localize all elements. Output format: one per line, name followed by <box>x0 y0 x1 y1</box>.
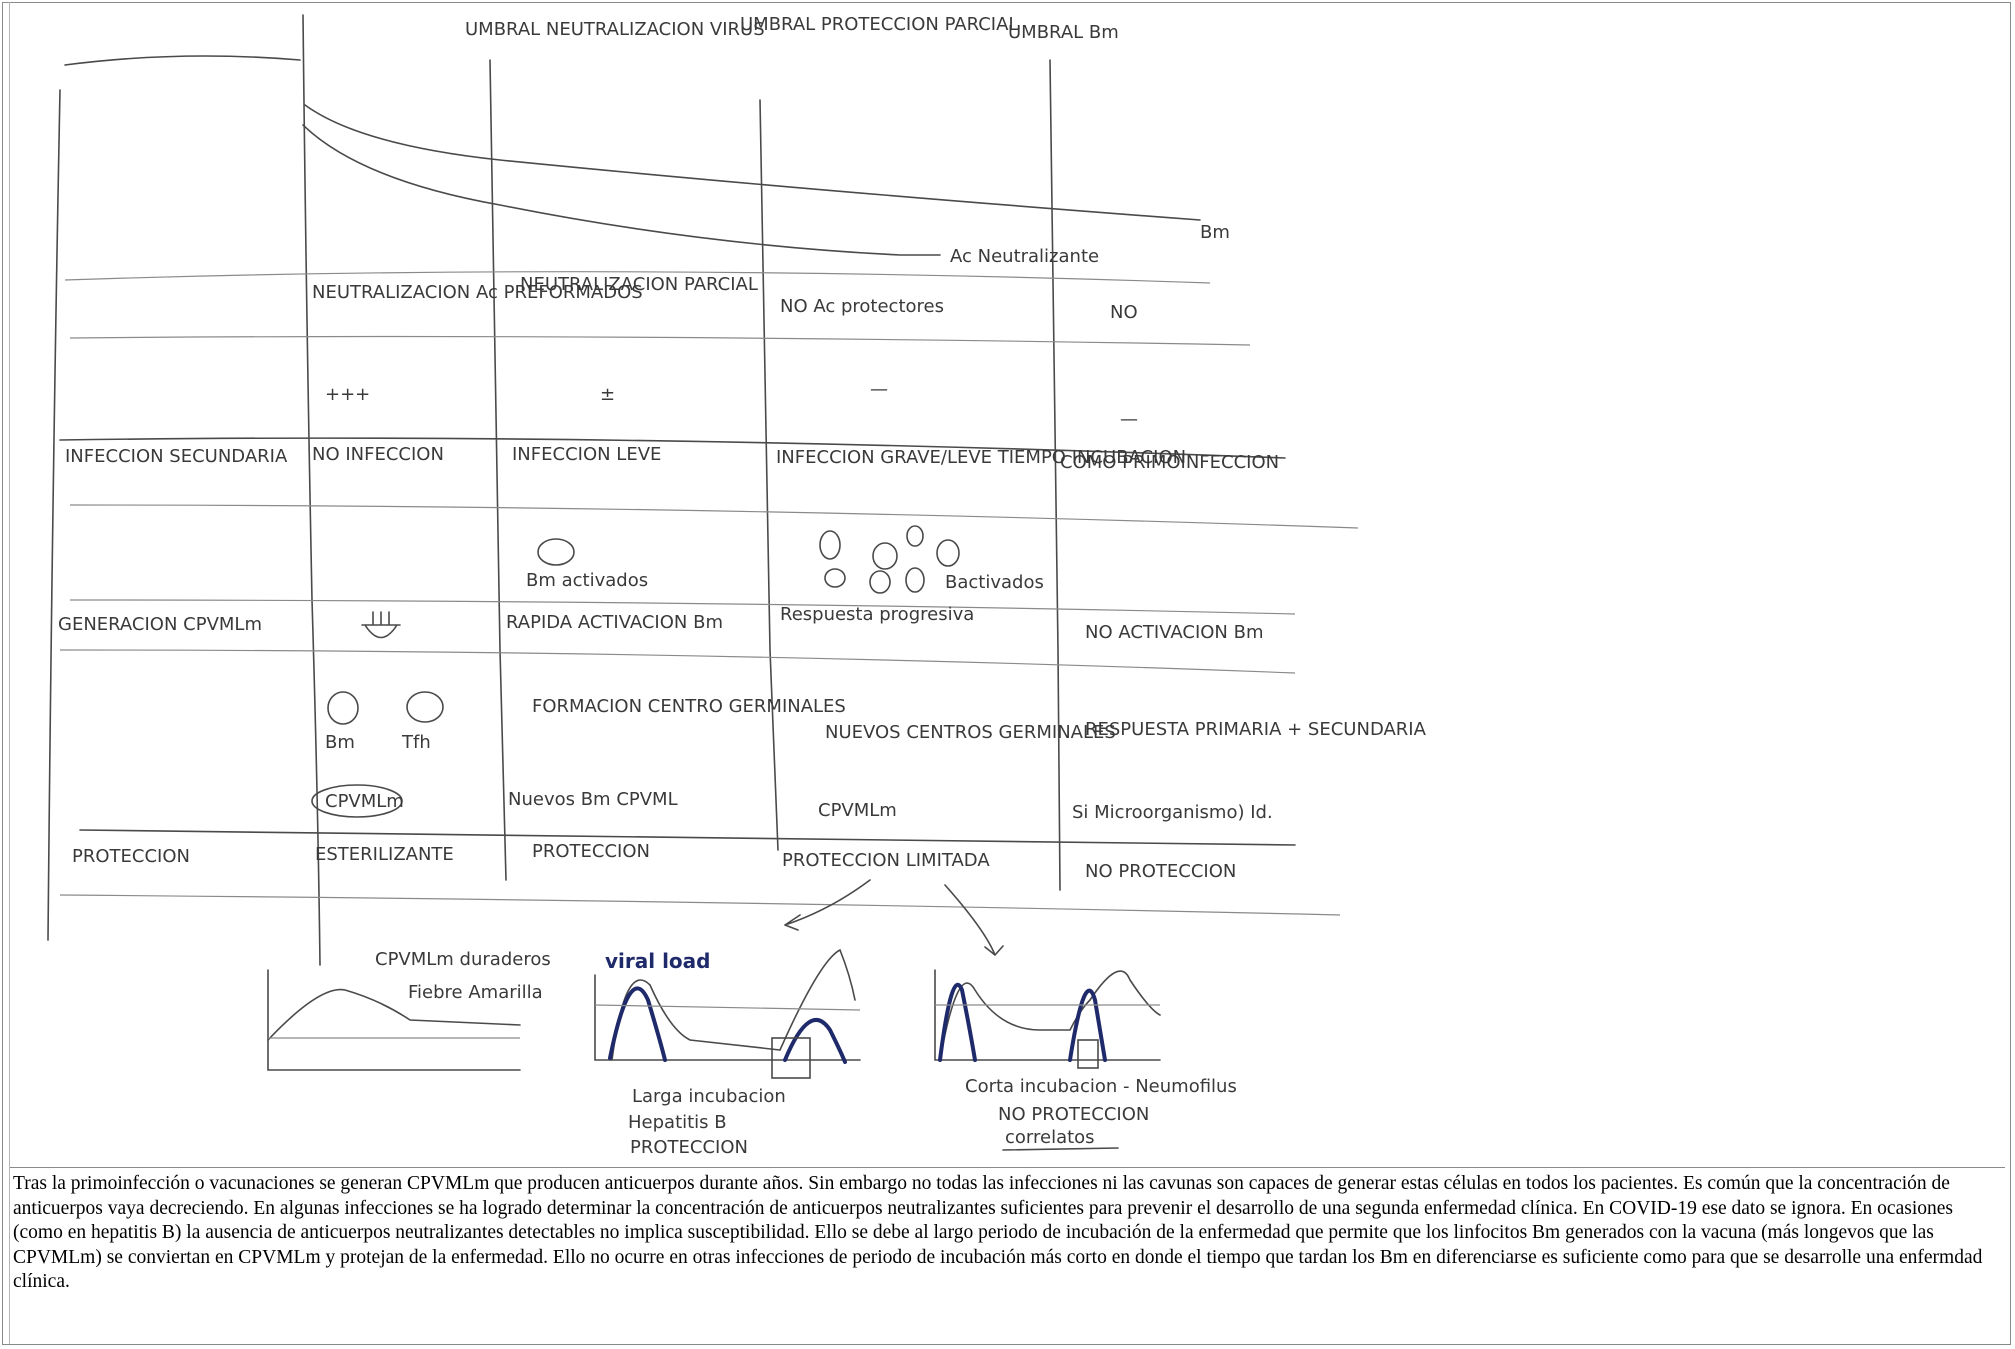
cell-sign-3: — <box>870 379 888 400</box>
ac-curve <box>302 124 941 256</box>
graph3-viral-peak-1 <box>938 982 977 1062</box>
row-line <box>59 649 1296 674</box>
row-label-infeccion: INFECCION SECUNDARIA <box>65 446 288 467</box>
cell-centros-nuevos: NUEVOS CENTROS GERMINALES <box>825 722 1116 743</box>
tfh-circle <box>406 691 444 723</box>
caption-text: Tras la primoinfección o vacunaciones se… <box>13 1173 1983 1292</box>
cell-generacion-2: Respuesta progresiva <box>780 604 974 625</box>
threshold-bm: UMBRAL Bm <box>1008 22 1119 43</box>
graph2-label-3: PROTECCION <box>630 1137 748 1158</box>
cell-centros-nuevos-bm: Nuevos Bm CPVML <box>508 789 678 810</box>
graph3-label-2: NO PROTECCION <box>998 1104 1149 1125</box>
graph2-top-label: viral load <box>605 949 710 973</box>
row-line <box>59 894 1341 916</box>
column-divider-4 <box>1049 59 1061 891</box>
graph1-label-1: CPVMLm duraderos <box>375 949 551 970</box>
graph2-curve <box>611 948 856 1061</box>
cell-centros-bm: Bm <box>325 732 355 753</box>
row-line <box>69 599 1296 615</box>
graph3-underline <box>1002 1147 1119 1151</box>
cell-centros-micro: Si Microorganismo) Id. <box>1072 802 1273 823</box>
bm-cell-circle <box>537 538 575 566</box>
graph1-label-2: Fiebre Amarilla <box>408 982 543 1003</box>
cell-infeccion-3: INFECCION GRAVE/LEVE TIEMPO INCUBACION <box>776 447 1186 468</box>
table-left-border <box>9 2 10 1344</box>
row-label-generacion: GENERACION CPVMLm <box>58 614 262 635</box>
hand-drawn-diagram: UMBRAL NEUTRALIZACION VIRUS UMBRAL PROTE… <box>47 14 1427 1158</box>
cell-ac-2: NEUTRALIZACION PARCIAL <box>520 274 758 295</box>
figure-caption: Tras la primoinfección o vacunaciones se… <box>10 1167 2005 1343</box>
arrow-down-symbol <box>361 611 401 639</box>
graph3-label-3: correlatos <box>1005 1127 1095 1148</box>
threshold-neutralizacion: UMBRAL NEUTRALIZACION VIRUS <box>465 19 765 40</box>
cell-centros-formacion: FORMACION CENTRO GERMINALES <box>532 696 846 717</box>
cell-bm-activados: Bm activados <box>526 570 648 591</box>
cell-generacion-1: RAPIDA ACTIVACION Bm <box>506 612 723 633</box>
row-line <box>64 271 1211 284</box>
cell-infeccion-2: INFECCION LEVE <box>512 444 661 465</box>
cell-centros-cpvmlm-3: CPVMLm <box>818 800 897 821</box>
initial-curve <box>64 55 301 66</box>
row-line <box>69 335 1251 346</box>
cell-proteccion-3: PROTECCION LIMITADA <box>782 850 990 871</box>
graph3-viral-peak-2 <box>1068 988 1107 1062</box>
cell-proteccion-1: ESTERILIZANTE <box>315 844 454 865</box>
graph3-box <box>1077 1039 1099 1069</box>
cell-sign-1: +++ <box>325 384 370 405</box>
column-divider-1 <box>302 14 321 966</box>
cell-bm-bactivados: Bactivados <box>945 572 1044 593</box>
cell-centros-respuesta: RESPUESTA PRIMARIA + SECUNDARIA <box>1085 719 1427 740</box>
cpvmlm-oval <box>311 784 403 818</box>
arrow-to-graph-3 <box>944 884 1004 956</box>
cell-centros-tfh: Tfh <box>401 732 431 753</box>
cell-infeccion-1: NO INFECCION <box>312 444 444 465</box>
cell-generacion-3: NO ACTIVACION Bm <box>1085 622 1264 643</box>
row-line <box>69 504 1359 529</box>
bm-curve <box>304 104 1201 221</box>
column-divider-2 <box>489 59 507 881</box>
cell-sign-4: — <box>1120 409 1138 430</box>
graph1-axes <box>267 969 521 1071</box>
graph2-threshold <box>594 1004 861 1011</box>
row-label-proteccion: PROTECCION <box>72 846 190 867</box>
cell-ac-3: NO Ac protectores <box>780 296 944 317</box>
graph3-label-1: Corta incubacion - Neumofilus <box>965 1076 1237 1097</box>
graph2-viral-peak-2 <box>783 1018 847 1064</box>
graph2-label-2: Hepatitis B <box>628 1112 727 1133</box>
cell-ac-4: NO <box>1110 302 1138 323</box>
curve-label-ac: Ac Neutralizante <box>950 246 1099 267</box>
threshold-proteccion: UMBRAL PROTECCION PARCIAL <box>740 14 1018 35</box>
row-line <box>79 829 1296 846</box>
graph3-axes <box>934 969 1161 1061</box>
graph2-box <box>771 1037 811 1079</box>
bm-circle <box>327 691 359 725</box>
graph1-curve <box>267 988 521 1041</box>
cell-sign-2: ± <box>600 384 615 405</box>
graph2-viral-peak-1 <box>608 986 667 1062</box>
bm-cells-cluster <box>819 525 960 594</box>
cell-ac-1: NEUTRALIZACION Ac PREFORMADOS <box>312 282 643 303</box>
row-line <box>59 437 1286 459</box>
cell-proteccion-4: NO PROTECCION <box>1085 861 1236 882</box>
graph3-curve <box>939 970 1161 1061</box>
column-divider-3 <box>759 99 779 851</box>
row-label-divider <box>47 89 61 941</box>
cell-proteccion-2: PROTECCION <box>532 841 650 862</box>
cell-infeccion-4: COMO PRIMOINFECCION <box>1060 452 1279 473</box>
cell-centros-cpvmlm: CPVMLm <box>325 791 404 812</box>
curve-label-bm: Bm <box>1200 222 1230 243</box>
graph2-label-1: Larga incubacion <box>632 1086 786 1107</box>
arrow-to-graph-2 <box>784 879 871 931</box>
